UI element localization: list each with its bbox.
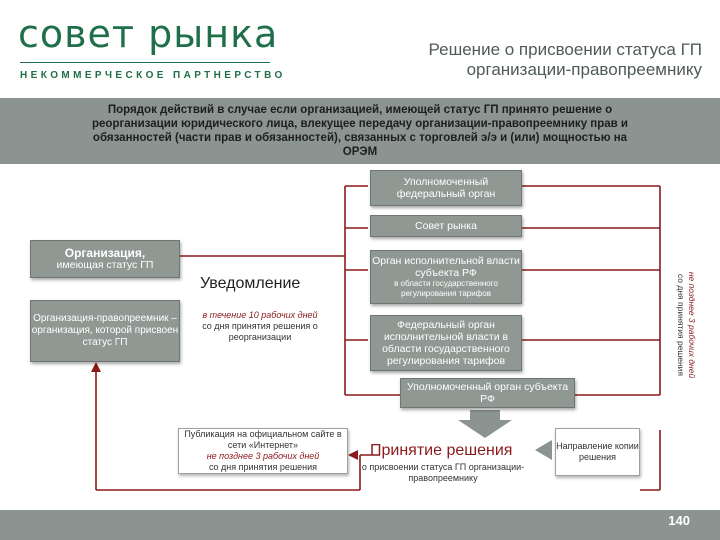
publication-line1: Публикация на официальном сайте в сети «… [184, 429, 342, 450]
market-council-label: Совет рынка [415, 220, 477, 232]
federal-authority-label: Уполномоченный федеральный орган [396, 176, 496, 200]
org-gp-subtitle: имеющая статус ГП [56, 259, 154, 271]
decision-text: о присвоении статуса ГП организации-прав… [361, 462, 525, 483]
notice-deadline: в течение 10 рабочих дней [202, 310, 318, 320]
banner: Порядок действий в случае если организац… [0, 98, 720, 164]
page-number: 140 [668, 513, 690, 528]
notice-title: Уведомление [200, 275, 301, 292]
logo-subtitle: НЕКОММЕРЧЕСКОЕ ПАРТНЕРСТВО [20, 70, 286, 81]
publication-deadline: не позднее 3 рабочих дней [206, 451, 320, 461]
successor-label: Организация-правопреемник – организация,… [31, 313, 179, 348]
logo-title: совет рынка [18, 12, 279, 56]
notice-text-block: в течение 10 рабочих дней со дня приняти… [180, 310, 340, 343]
federal-authority-box: Уполномоченный федеральный орган [370, 170, 522, 206]
regional-exec-box: Орган исполнительной власти субъекта РФ … [370, 250, 522, 304]
decision-title: Принятие решения [370, 442, 513, 459]
vertical-deadline: не позднее 3 рабочих дней [687, 271, 697, 379]
slide-title: Решение о присвоении статуса ГП организа… [428, 40, 702, 79]
footer-bar [0, 510, 720, 540]
regional-authority-box: Уполномоченный орган субъекта РФ [400, 378, 575, 408]
logo-divider [20, 62, 270, 63]
federal-exec-box: Федеральный орган исполнительной власти … [370, 315, 522, 371]
publication-line3: со дня принятия решения [208, 462, 318, 472]
org-gp-box: Организация, имеющая статус ГП [30, 240, 180, 278]
regional-exec-title: Орган исполнительной власти субъекта РФ [372, 255, 520, 279]
publication-box: Публикация на официальном сайте в сети «… [178, 428, 348, 474]
org-gp-title: Организация, [64, 246, 146, 260]
vertical-note: не позднее 3 рабочих дней со дня приняти… [666, 256, 706, 386]
market-council-box: Совет рынка [370, 215, 522, 237]
regional-exec-subtitle: в области государственного регулирования… [394, 279, 498, 298]
successor-box: Организация-правопреемник – организация,… [30, 300, 180, 362]
federal-exec-label: Федеральный орган исполнительной власти … [382, 319, 510, 367]
send-copy-label: Направление копии решения [556, 441, 639, 462]
banner-text: Порядок действий в случае если организац… [92, 104, 628, 158]
send-copy-box: Направление копии решения [555, 428, 640, 476]
regional-authority-label: Уполномоченный орган субъекта РФ [406, 381, 569, 405]
vertical-text: со дня принятия решения [676, 273, 686, 377]
notice-text: со дня принятия решения о реорганизации [202, 321, 318, 342]
